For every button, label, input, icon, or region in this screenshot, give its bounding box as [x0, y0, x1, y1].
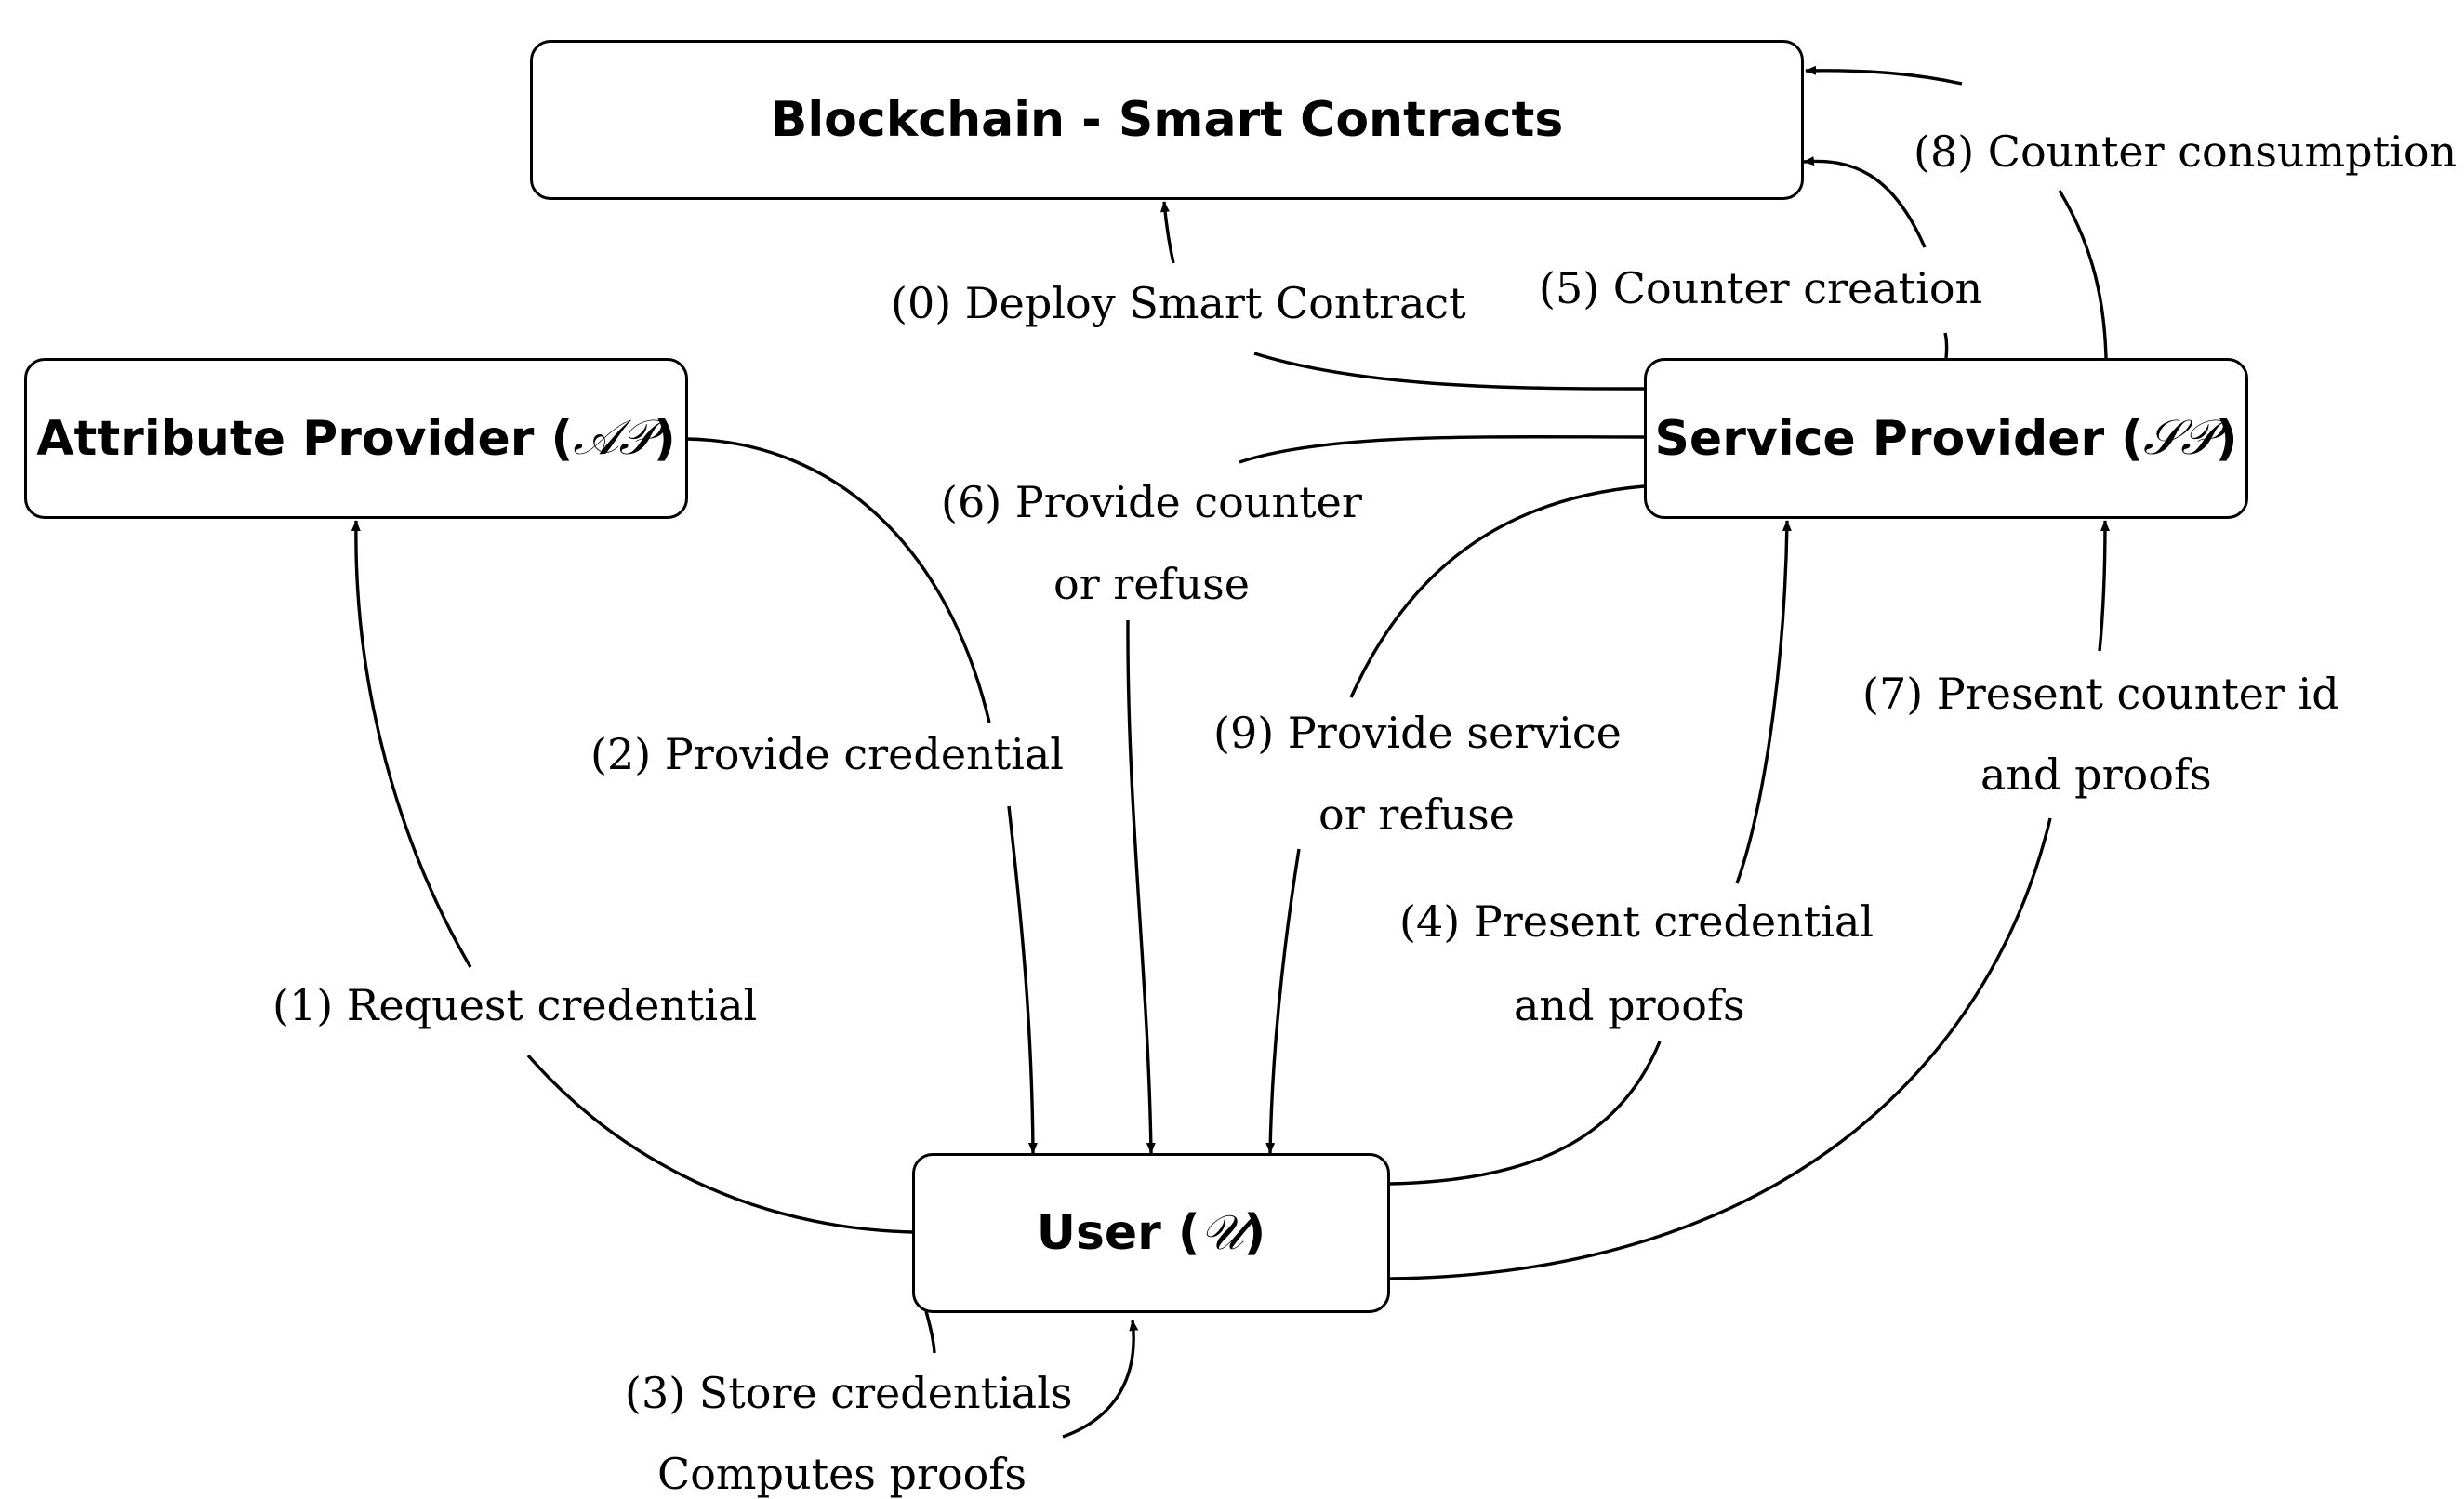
edge-2-line: [686, 437, 991, 723]
edge-3-arrow: [1062, 1320, 1139, 1439]
edge-8-line: [2058, 190, 2108, 359]
edge-4-arrow: [1735, 520, 1792, 884]
edge-2-label: (2) Provide credential: [590, 729, 1065, 779]
edge-5-label: (5) Counter creation: [1539, 263, 1983, 313]
edge-6-line: [1239, 435, 1645, 464]
edge-0-arrow: [1159, 201, 1175, 264]
edge-9-label-line1: (9) Provide service: [1213, 708, 1622, 758]
edge-0-line: [1253, 352, 1645, 391]
edge-0-label: (0) Deploy Smart Contract: [891, 278, 1466, 328]
edge-7-line: [1389, 817, 2052, 1280]
edge-7-label-line2: and proofs: [1980, 750, 2212, 800]
edge-6-label-line2: or refuse: [1053, 559, 1250, 609]
edge-9-label-line2: or refuse: [1318, 789, 1515, 840]
service-provider-name: Service Provider: [1654, 410, 2105, 467]
edge-9-arrow: [1265, 848, 1301, 1154]
edge-4-line: [1389, 1041, 1662, 1186]
blockchain-label: Blockchain - Smart Contracts: [770, 92, 1564, 148]
edge-1-label: (1) Request credential: [272, 980, 758, 1030]
user-node: User (𝒰): [912, 1153, 1390, 1313]
edge-4-label-line2: and proofs: [1514, 980, 1745, 1030]
edge-7-arrow: [2098, 520, 2110, 652]
user-symbol: 𝒰: [1199, 1204, 1244, 1261]
edge-6-arrow: [1126, 619, 1156, 1154]
edge-8-label: (8) Counter consumption: [1914, 126, 2457, 177]
service-provider-symbol: 𝒮𝒫: [2142, 410, 2216, 466]
service-provider-node: Service Provider (𝒮𝒫): [1644, 358, 2248, 519]
edge-8-arrow: [1805, 65, 1963, 86]
attribute-provider-symbol: 𝒜𝒫: [573, 410, 655, 466]
edge-7-label-line1: (7) Present counter id: [1862, 669, 2339, 719]
edge-3-label-line2: Computes proofs: [657, 1449, 1027, 1499]
edge-3-line: [924, 1310, 936, 1354]
edge-6-label-line1: (6) Provide counter: [941, 477, 1362, 527]
blockchain-node: Blockchain - Smart Contracts: [530, 40, 1804, 200]
edge-3-label-line1: (3) Store credentials: [625, 1368, 1073, 1418]
attribute-provider-node: Attribute Provider (𝒜𝒫): [24, 358, 688, 519]
edge-5-line: [1943, 332, 1949, 359]
edge-2-arrow: [1007, 805, 1038, 1154]
edge-4-label-line1: (4) Present credential: [1399, 896, 1874, 947]
edge-9-line: [1349, 484, 1645, 698]
edge-1-arrow: [351, 520, 472, 968]
user-name: User: [1036, 1205, 1161, 1261]
attribute-provider-name: Attribute Provider: [36, 410, 535, 467]
edge-1-line: [526, 1054, 913, 1234]
edge-5-arrow: [1803, 156, 1927, 248]
